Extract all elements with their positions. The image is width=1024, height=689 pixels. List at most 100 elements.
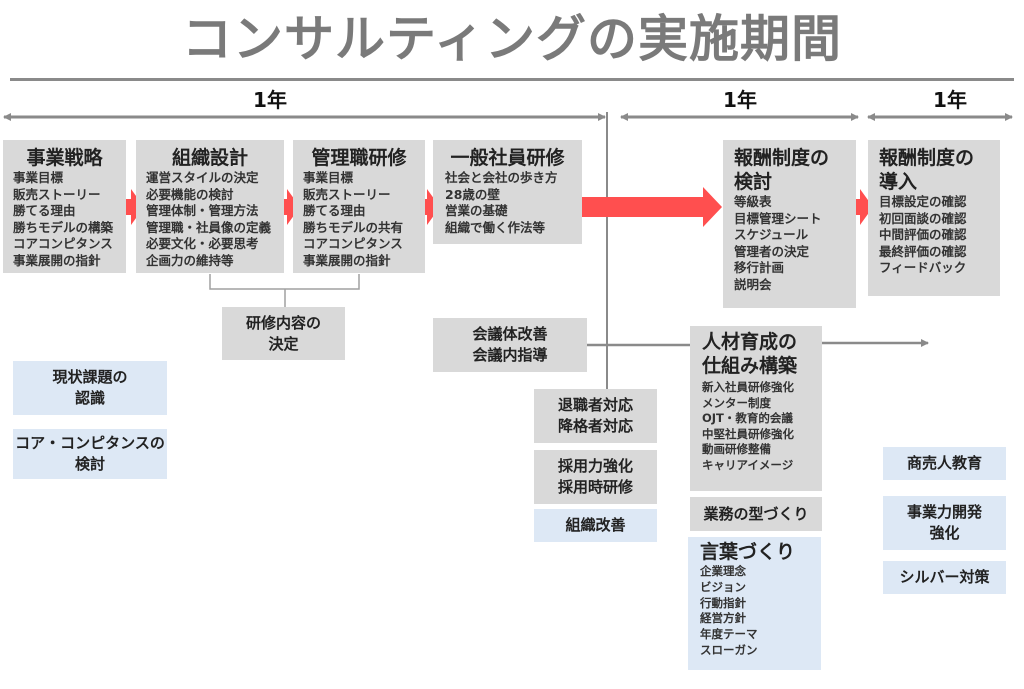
flow-box-business-strategy: 事業戦略 事業目標 販売ストーリー 勝てる理由 勝ちモデルの構築 コアコンピタン… (3, 140, 126, 273)
page-title: コンサルティングの実施期間 (182, 10, 842, 68)
box-text-line: 業務の型づくり (703, 504, 809, 523)
flow-heading-line: 報酬制度の (734, 147, 830, 169)
flow-item: 28歳の壁 (445, 186, 500, 202)
flow-item: 組織で働く作法等 (445, 219, 546, 235)
box-text-line: 現状課題の (52, 368, 128, 386)
flow-item: フィードバック (879, 260, 967, 275)
box-text-line: 強化 (929, 524, 960, 542)
training-content-decision-box: 研修内容の 決定 (222, 307, 345, 360)
business-capability-box: 事業力開発 強化 (883, 496, 1006, 550)
box-text-line: コア・コンピタンスの (15, 434, 165, 452)
flow-item: スケジュール (734, 227, 809, 242)
flow-item: 勝ちモデルの構築 (13, 219, 114, 235)
flow-item: 社会と会社の歩き方 (445, 170, 558, 185)
box-text-line: 採用力強化 (557, 457, 633, 475)
flow-item: 管理者の決定 (734, 243, 810, 259)
box-item: 動画研修整備 (702, 442, 771, 456)
flow-item: 管理体制・管理方法 (146, 203, 259, 218)
box-item: OJT・教育的会議 (702, 411, 793, 425)
retirement-demotion-box: 退職者対応 降格者対応 (534, 389, 657, 443)
period-label-2: 1年 (723, 88, 757, 112)
period-label-1: 1年 (253, 88, 287, 112)
flow-item: 販売ストーリー (303, 186, 391, 202)
core-competence-box: コア・コンピタンスの 検討 (13, 429, 167, 479)
box-text-line: 採用時研修 (557, 478, 633, 496)
box-item: 企業理念 (700, 564, 746, 578)
flow-item: 販売ストーリー (13, 186, 101, 202)
box-text-line: 商売人教育 (906, 454, 982, 472)
flow-item: 初回面談の確認 (879, 210, 967, 226)
box-item: 経営方針 (700, 611, 746, 626)
flow-item: 事業展開の指針 (13, 252, 101, 268)
flow-heading-line: 検討 (734, 171, 773, 193)
box-heading-line: 人材育成の (702, 331, 798, 353)
box-text-line: 降格者対応 (557, 417, 633, 435)
flow-item: 事業目標 (13, 170, 64, 185)
title-divider (10, 78, 1014, 81)
flow-item: 事業展開の指針 (303, 252, 391, 268)
flow-item: 最終評価の確認 (879, 243, 967, 259)
flow-arrow-3 (416, 189, 440, 225)
period-label-3: 1年 (933, 88, 967, 112)
flow-heading-line: 報酬制度の (879, 147, 975, 169)
flow-item: 営業の基礎 (445, 203, 508, 218)
flow-heading: 組織設計 (171, 147, 248, 169)
org-improvement-box: 組織改善 (534, 509, 657, 542)
box-item: 中堅社員研修強化 (702, 426, 794, 441)
hr-development-system-box: 人材育成の 仕組み構築 新入社員研修強化 メンター制度 OJT・教育的会議 中堅… (690, 326, 822, 491)
language-creation-box: 言葉づくり 企業理念 ビジョン 行動指針 経営方針 年度テーマ スローガン (688, 537, 821, 670)
flow-box-compensation-review: 報酬制度の 検討 等級表 目標管理シート スケジュール 管理者の決定 移行計画 … (723, 140, 856, 308)
box-item: 行動指針 (700, 595, 746, 610)
flow-item: 運営スタイルの決定 (146, 170, 259, 185)
flow-box-manager-training: 管理職研修 事業目標 販売ストーリー 勝てる理由 勝ちモデルの共有 コアコンピタ… (293, 140, 425, 273)
flow-heading-line: 導入 (879, 171, 918, 193)
merchant-education-box: 商売人教育 (883, 447, 1006, 480)
box-text-line: 認識 (74, 389, 105, 407)
training-bracket (209, 274, 360, 290)
flow-item: 目標管理シート (734, 210, 822, 226)
box-text-line: 決定 (268, 334, 299, 353)
box-text-line: シルバー対策 (899, 568, 990, 586)
flow-item: 中間評価の確認 (879, 227, 967, 242)
box-text-line: 会議体改善 (472, 325, 548, 343)
box-text-line: 事業力開発 (906, 503, 982, 521)
flow-item: コアコンピタンス (13, 236, 113, 251)
flow-item: 等級表 (734, 194, 772, 209)
flow-heading: 事業戦略 (26, 147, 103, 169)
silver-measures-box: シルバー対策 (883, 561, 1006, 594)
box-heading: 言葉づくり (700, 541, 796, 563)
box-item: スローガン (700, 642, 758, 657)
flow-item: 企画力の維持等 (146, 252, 234, 268)
box-item: 新入社員研修強化 (702, 380, 794, 394)
box-heading-line: 仕組み構築 (702, 355, 798, 377)
flow-item: 勝てる理由 (13, 203, 76, 218)
flow-item: 事業目標 (303, 170, 354, 185)
flow-box-compensation-rollout: 報酬制度の 導入 目標設定の確認 初回面談の確認 中間評価の確認 最終評価の確認… (868, 140, 1000, 296)
flow-item: 必要文化・必要思考 (146, 236, 259, 251)
flow-item: 管理職・社員像の定義 (146, 219, 272, 235)
flow-arrow-2 (276, 189, 300, 225)
work-pattern-box: 業務の型づくり (690, 497, 822, 531)
box-item: キャリアイメージ (702, 457, 794, 472)
flow-box-org-design: 組織設計 運営スタイルの決定 必要機能の検討 管理体制・管理方法 管理職・社員像… (136, 140, 284, 273)
box-text-line: 検討 (74, 455, 105, 473)
box-item: ビジョン (700, 579, 746, 594)
flow-item: 必要機能の検討 (146, 186, 234, 202)
flow-heading: 一般社員研修 (450, 147, 565, 169)
meeting-improvement-box: 会議体改善 会議内指導 (433, 318, 587, 372)
flow-heading: 管理職研修 (311, 147, 407, 169)
flow-item: 移行計画 (734, 260, 785, 275)
recruiting-box: 採用力強化 採用時研修 (534, 450, 657, 504)
box-text-line: 退職者対応 (557, 396, 633, 414)
flow-arrow-5 (848, 189, 873, 225)
flow-item: 勝ちモデルの共有 (303, 219, 404, 235)
box-item: 年度テーマ (700, 627, 758, 642)
flow-item: 勝てる理由 (303, 203, 366, 218)
box-item: メンター制度 (702, 395, 771, 410)
flow-item: 目標設定の確認 (879, 194, 967, 209)
box-text-line: 研修内容の (245, 313, 321, 332)
flow-box-staff-training: 一般社員研修 社会と会社の歩き方 28歳の壁 営業の基礎 組織で働く作法等 (433, 140, 582, 244)
flow-item: 説明会 (734, 276, 772, 292)
flow-arrow-4 (582, 187, 722, 227)
